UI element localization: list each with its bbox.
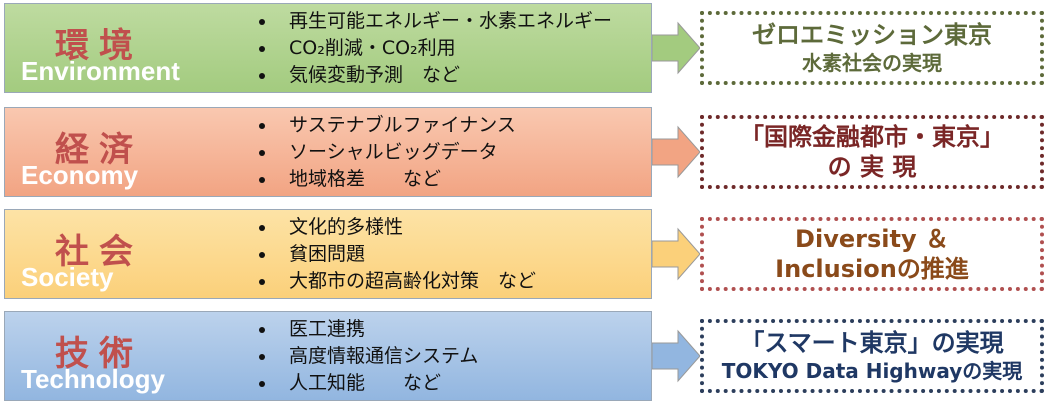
target-line2: の 実 現 xyxy=(827,153,917,181)
arrow-environment xyxy=(652,21,701,75)
target-environment: ゼロエミッション東京 水素社会の実現 xyxy=(700,11,1044,85)
bullet-item: 大都市の超高齢化対策 など xyxy=(255,268,536,295)
target-line2: TOKYO Data Highwayの実現 xyxy=(721,359,1023,383)
bullet-item: 高度情報通信システム xyxy=(255,343,478,370)
target-line1: 「スマート東京」の実現 xyxy=(740,329,1004,357)
arrow-technology xyxy=(652,329,701,383)
bullet-list-society: 文化的多様性 貧困問題 大都市の超高齢化対策 など xyxy=(255,214,536,295)
target-technology: 「スマート東京」の実現 TOKYO Data Highwayの実現 xyxy=(700,319,1044,393)
target-line1: ゼロエミッション東京 xyxy=(752,21,992,49)
arrow-economy xyxy=(652,125,701,179)
band-technology: 技術 Technology 医工連携 高度情報通信システム 人工知能 など xyxy=(4,311,652,401)
bullet-item: 気候変動予測 など xyxy=(255,62,612,89)
band-environment: 環境 Environment 再生可能エネルギー・水素エネルギー CO₂削減・C… xyxy=(4,3,652,93)
band-economy: 経済 Economy サステナブルファイナンス ソーシャルビッグデータ 地域格差… xyxy=(4,107,652,197)
bullet-item: 地域格差 など xyxy=(255,166,516,193)
bullet-item: サステナブルファイナンス xyxy=(255,112,516,139)
target-society: Diversity ＆ Inclusionの推進 xyxy=(700,217,1044,291)
bullet-list-technology: 医工連携 高度情報通信システム 人工知能 など xyxy=(255,316,478,397)
row-technology: 技術 Technology 医工連携 高度情報通信システム 人工知能 など 「ス… xyxy=(0,311,1047,403)
bullet-list-environment: 再生可能エネルギー・水素エネルギー CO₂削減・CO₂利用 気候変動予測 など xyxy=(255,8,612,89)
band-society: 社会 Society 文化的多様性 貧困問題 大都市の超高齢化対策 など xyxy=(4,209,652,299)
bullet-item: ソーシャルビッグデータ xyxy=(255,139,516,166)
target-line1: Diversity ＆ xyxy=(795,225,949,253)
target-line1: 「国際金融都市・東京」 xyxy=(740,123,1004,151)
target-economy: 「国際金融都市・東京」 の 実 現 xyxy=(700,115,1044,189)
bullet-item: CO₂削減・CO₂利用 xyxy=(255,35,612,62)
bullet-item: 貧困問題 xyxy=(255,241,536,268)
bullet-item: 文化的多様性 xyxy=(255,214,536,241)
row-economy: 経済 Economy サステナブルファイナンス ソーシャルビッグデータ 地域格差… xyxy=(0,107,1047,199)
bullet-item: 再生可能エネルギー・水素エネルギー xyxy=(255,8,612,35)
title-jp-economy: 経済 xyxy=(55,130,143,170)
bullet-item: 医工連携 xyxy=(255,316,478,343)
title-jp-environment: 環境 xyxy=(55,26,143,66)
title-en-technology: Technology xyxy=(21,364,165,394)
title-jp-society: 社会 xyxy=(55,232,143,272)
target-line2: Inclusionの推進 xyxy=(775,255,969,283)
title-jp-technology: 技術 xyxy=(55,334,143,374)
row-environment: 環境 Environment 再生可能エネルギー・水素エネルギー CO₂削減・C… xyxy=(0,3,1047,95)
row-society: 社会 Society 文化的多様性 貧困問題 大都市の超高齢化対策 など Div… xyxy=(0,209,1047,301)
title-en-economy: Economy xyxy=(21,160,139,190)
title-en-environment: Environment xyxy=(21,56,180,86)
title-en-society: Society xyxy=(21,262,114,292)
arrow-society xyxy=(652,227,701,281)
bullet-list-economy: サステナブルファイナンス ソーシャルビッグデータ 地域格差 など xyxy=(255,112,516,193)
target-line2: 水素社会の実現 xyxy=(802,51,942,75)
bullet-item: 人工知能 など xyxy=(255,370,478,397)
